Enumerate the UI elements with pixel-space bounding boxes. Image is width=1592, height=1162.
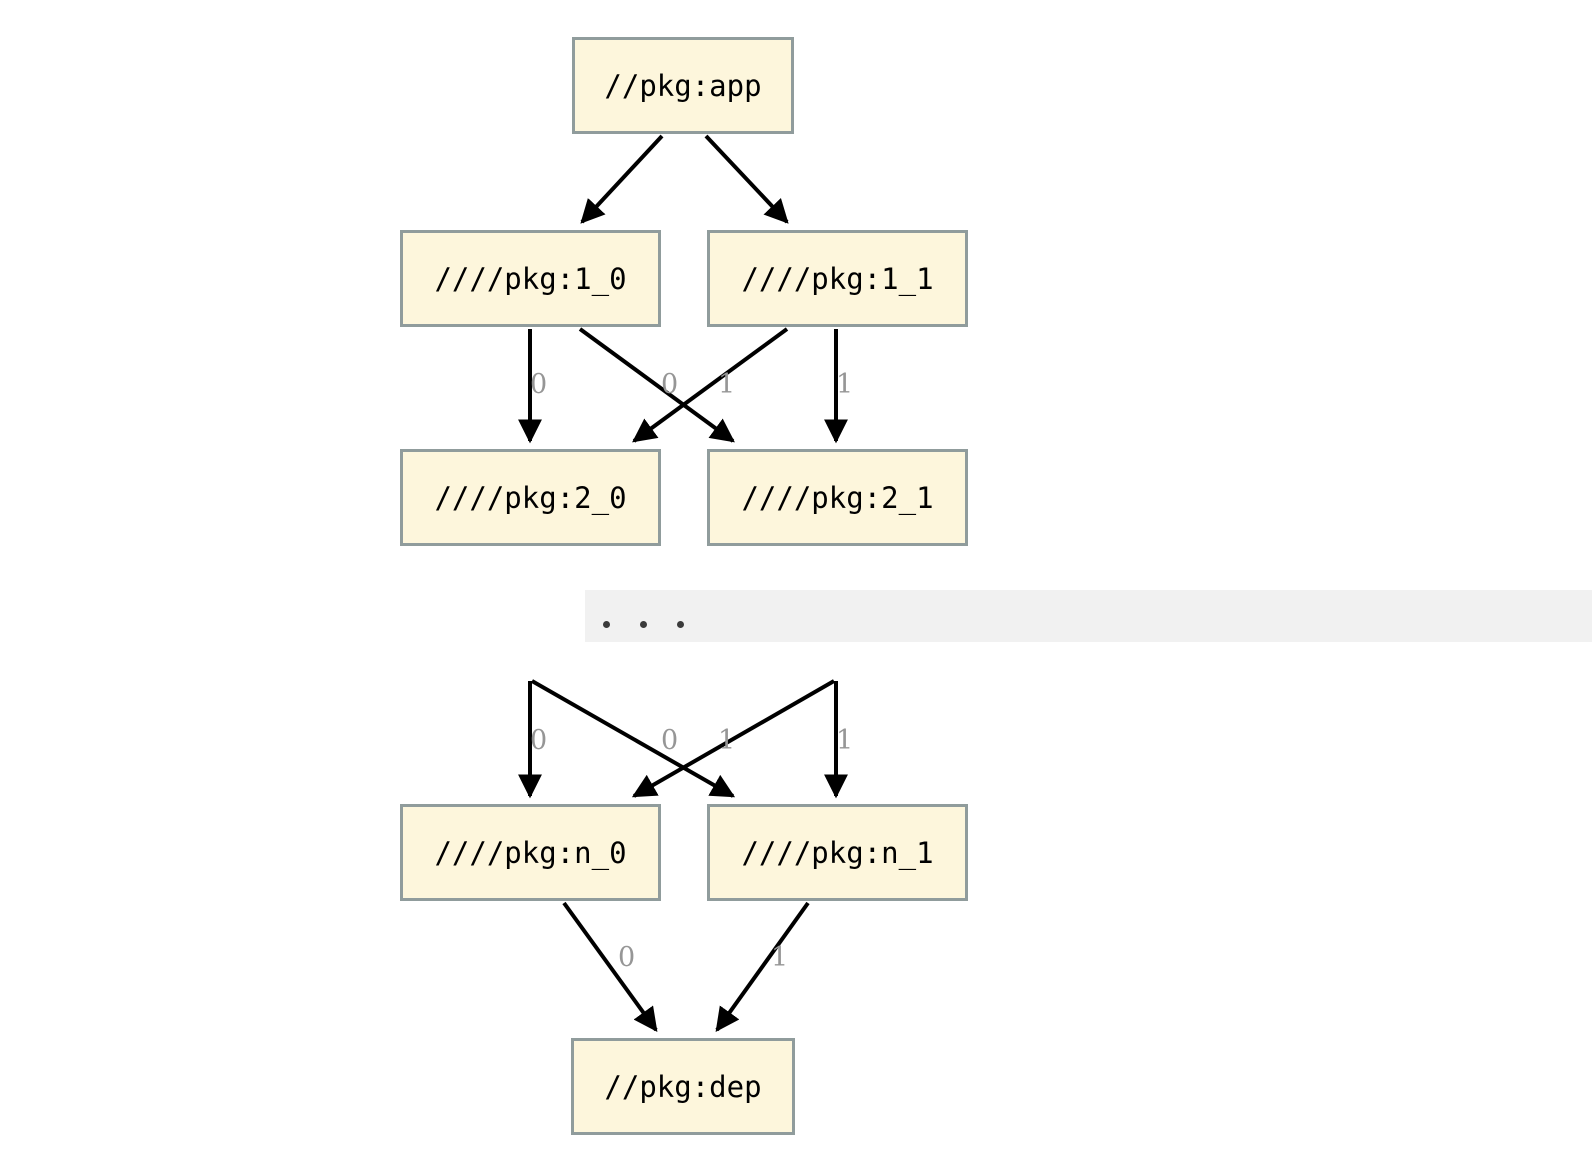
ellipsis-dot (640, 621, 647, 628)
edge-label-1_1-2_1: 1 (836, 369, 854, 400)
node-label: ////pkg:1_1 (741, 261, 934, 296)
edge-app-to-1_0 (580, 134, 664, 224)
node-label: ////pkg:2_1 (741, 480, 934, 515)
node-label: ////pkg:1_0 (434, 261, 627, 296)
node-1_1[interactable]: ////pkg:1_1 (707, 230, 968, 327)
node-n_1[interactable]: ////pkg:n_1 (707, 804, 968, 901)
edge-label-1_0-2_0: 0 (530, 369, 548, 400)
edge-label-elided-n_0: 0 (530, 725, 548, 756)
edge-label-elided-n_1-a: 0 (661, 725, 679, 756)
node-dep[interactable]: //pkg:dep (571, 1038, 795, 1135)
edge-label-1_1-2_0: 1 (718, 369, 736, 400)
edge-elided-to-n_0-b (631, 679, 835, 798)
ellipsis-dot (603, 621, 610, 628)
edge-elided-to-n_1-a (531, 679, 736, 798)
node-2_1[interactable]: ////pkg:2_1 (707, 449, 968, 546)
node-label: ////pkg:n_0 (434, 835, 627, 870)
edge-label-elided-n_0-b: 1 (718, 725, 736, 756)
node-app[interactable]: //pkg:app (572, 37, 794, 134)
elided-rows-band (585, 590, 1592, 642)
ellipsis-dot (677, 621, 684, 628)
edge-label-n_0-dep: 0 (618, 942, 636, 973)
edge-n_0-to-dep (562, 901, 658, 1032)
edge-n_1-to-dep (715, 901, 810, 1032)
node-2_0[interactable]: ////pkg:2_0 (400, 449, 661, 546)
edge-label-n_1-dep: 1 (771, 942, 789, 973)
edge-label-elided-n_1-b: 1 (836, 725, 854, 756)
node-label: //pkg:app (604, 68, 762, 103)
node-label: ////pkg:2_0 (434, 480, 627, 515)
node-n_0[interactable]: ////pkg:n_0 (400, 804, 661, 901)
node-1_0[interactable]: ////pkg:1_0 (400, 230, 661, 327)
edge-1_1-to-2_0 (632, 327, 789, 443)
edge-1_0-to-2_1 (578, 327, 735, 443)
edge-app-to-1_1 (704, 134, 789, 224)
edge-label-1_0-2_1: 0 (661, 369, 679, 400)
node-label: //pkg:dep (604, 1069, 762, 1104)
ellipsis-icon (585, 621, 684, 642)
node-label: ////pkg:n_1 (741, 835, 934, 870)
